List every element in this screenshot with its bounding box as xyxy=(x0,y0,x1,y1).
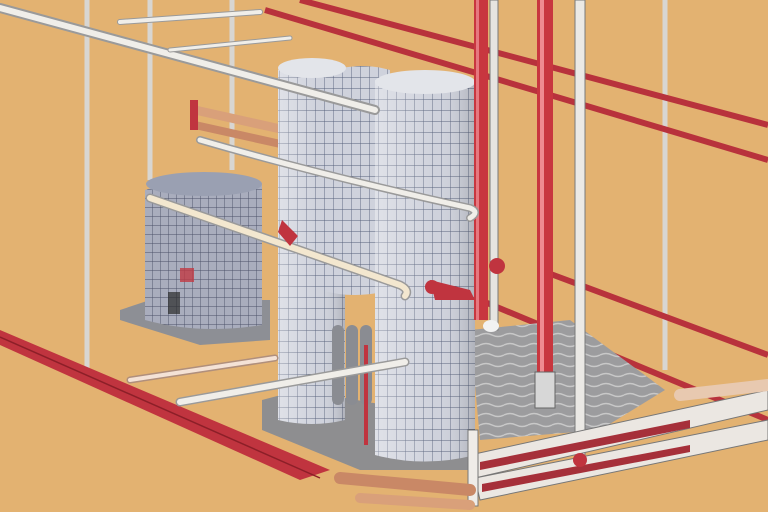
concrete-slab-right xyxy=(470,320,665,440)
red-vertical-pipes xyxy=(474,0,556,409)
background-posts xyxy=(84,0,668,370)
silver-diagonal-pipes xyxy=(0,3,479,407)
large-cylinder-tanks xyxy=(278,58,475,462)
copper-pipes-upper xyxy=(190,100,290,149)
small-box-unit xyxy=(120,172,270,345)
red-floor-rail xyxy=(0,330,330,480)
red-valve-fittings xyxy=(278,220,505,300)
front-frame-rails xyxy=(467,389,768,507)
copper-pipes-lower xyxy=(334,379,768,510)
